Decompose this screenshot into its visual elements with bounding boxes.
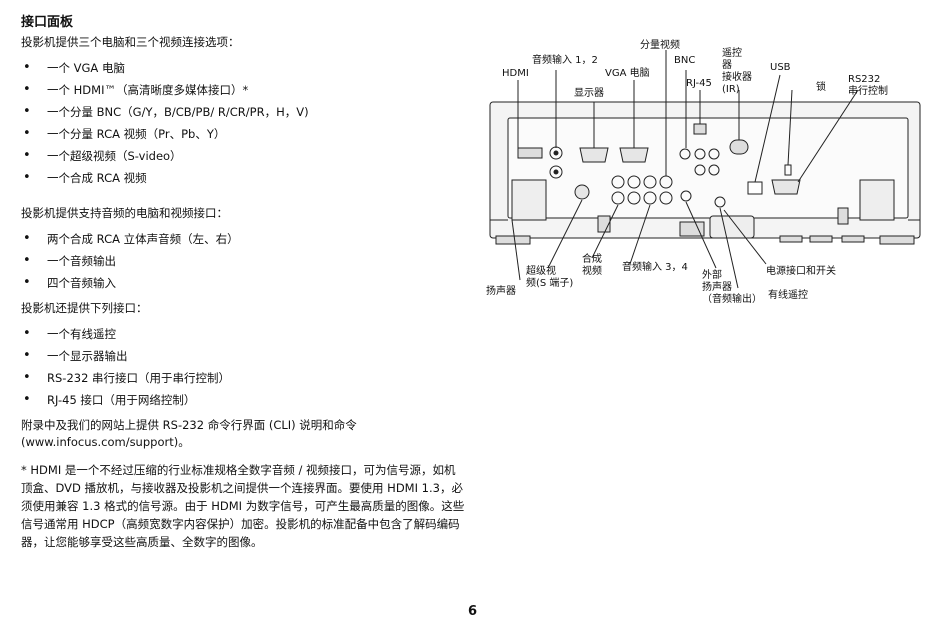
appendix-text: 附录中及我们的网站上提供 RS-232 命令行界面 (CLI) 说明和命令 (w… (21, 418, 357, 449)
label-ext-speaker: 外部 扬声器 （音频输出） (702, 270, 762, 305)
label-audio-in-34: 音频输入 3，4 (622, 262, 688, 273)
label-vga: VGA 电脑 (605, 68, 650, 79)
list-item: 一个有线遥控 (21, 323, 466, 345)
label-lock: 锁 (816, 82, 826, 93)
section-title: 接口面板 (21, 15, 74, 30)
other-options-list: 一个有线遥控 一个显示器输出 RS-232 串行接口（用于串行控制） RJ-45… (21, 323, 466, 411)
list-item: 一个超级视频（S-video） (21, 145, 466, 167)
label-usb: USB (770, 62, 791, 73)
label-rs232: RS232 串行控制 (848, 74, 888, 97)
intro-text: 投影机提供三个电脑和三个视频连接选项： (21, 35, 240, 49)
list-item: 两个合成 RCA 立体声音频（左、右） (21, 228, 466, 250)
video-options-list: 一个 VGA 电脑 一个 HDMI™（高清晰度多媒体接口）* 一个分量 BNC（… (21, 57, 466, 189)
label-ir-receiver: 遥控 器 接收器 (IR) (722, 48, 752, 95)
list-item: 一个显示器输出 (21, 345, 466, 367)
label-speaker: 扬声器 (486, 286, 516, 297)
list-item: 一个分量 RCA 视频（Pr、Pb、Y） (21, 123, 466, 145)
label-hdmi: HDMI (502, 68, 529, 79)
list-item: 一个合成 RCA 视频 (21, 167, 466, 189)
label-bnc: BNC (674, 55, 696, 66)
list-item: 一个音频输出 (21, 250, 466, 272)
footnote-text: * HDMI 是一个不经过压缩的行业标准规格全数字音频 / 视频接口，可为信号源… (21, 463, 465, 549)
audio-intro-text: 投影机提供支持音频的电脑和视频接口： (21, 206, 228, 220)
list-item: RS-232 串行接口（用于串行控制） (21, 367, 466, 389)
label-svideo: 超级视 频(S 端子) (526, 266, 574, 289)
list-item: RJ-45 接口（用于网络控制） (21, 389, 466, 411)
label-wired-remote: 有线遥控 (768, 290, 808, 301)
label-power: 电源接口和开关 (766, 266, 836, 277)
label-composite: 合成 视频 (582, 254, 602, 277)
connector-panel-drawing (489, 50, 921, 289)
connector-panel-diagram: HDMI 音频输入 1，2 显示器 分量视频 VGA 电脑 BNC RJ-45 … (480, 30, 940, 310)
list-item: 一个分量 BNC（G/Y，B/CB/PB/ R/CR/PR，H，V) (21, 101, 466, 123)
label-audio-in-12: 音频输入 1，2 (532, 55, 598, 66)
list-item: 四个音频输入 (21, 272, 466, 294)
label-rj45: RJ-45 (686, 78, 712, 89)
list-item: 一个 HDMI™（高清晰度多媒体接口）* (21, 79, 466, 101)
label-component-video: 分量视频 (640, 40, 680, 51)
label-monitor: 显示器 (574, 88, 604, 99)
audio-options-list: 两个合成 RCA 立体声音频（左、右） 一个音频输出 四个音频输入 (21, 228, 466, 294)
page-number: 6 (467, 604, 478, 619)
other-intro-text: 投影机还提供下列接口： (21, 301, 148, 315)
list-item: 一个 VGA 电脑 (21, 57, 466, 79)
text-column: 接口面板 投影机提供三个电脑和三个视频连接选项： 一个 VGA 电脑 一个 HD… (21, 14, 466, 551)
